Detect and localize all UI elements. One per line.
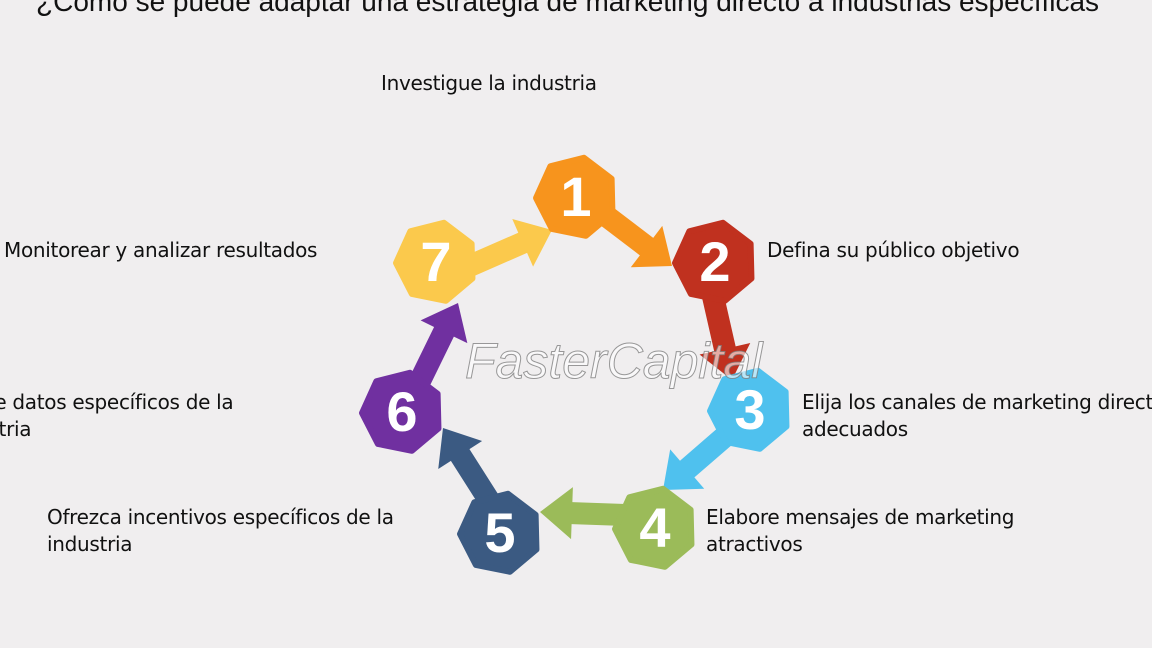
watermark: FasterCapital	[464, 333, 763, 390]
page-title: ¿Cómo se puede adaptar una estrategia de…	[36, 0, 1100, 17]
arrow-3	[663, 423, 738, 490]
arrow-2	[699, 289, 751, 380]
arrow-1	[598, 206, 672, 268]
step-label-7: Monitorear y analizar resultados	[4, 238, 318, 262]
step-number-6: 6	[386, 380, 417, 443]
step-label-1: Investigue la industria	[381, 71, 597, 95]
step-label-5: Ofrezca incentivos específicos de la ind…	[47, 505, 394, 556]
step-node-4	[612, 485, 695, 570]
step-label-6: Utilice datos específicos de la industri…	[0, 390, 234, 441]
step-node-3	[707, 367, 790, 452]
step-number-7: 7	[420, 230, 451, 293]
step-node-1	[533, 154, 616, 239]
step-number-3: 3	[734, 378, 765, 441]
step-node-7	[393, 219, 476, 304]
arrow-6	[408, 303, 468, 390]
step-number-4: 4	[639, 496, 670, 559]
step-label-4: Elabore mensajes de marketing atractivos	[706, 505, 1015, 556]
step-number-2: 2	[699, 230, 730, 293]
step-node-6	[359, 369, 442, 454]
step-number-1: 1	[560, 165, 591, 228]
step-number-5: 5	[484, 501, 515, 564]
step-node-5	[457, 490, 540, 575]
arrow-4	[540, 487, 626, 540]
arrow-5	[438, 428, 502, 511]
arrow-7	[460, 218, 552, 279]
step-label-3: Elija los canales de marketing directo a…	[802, 390, 1152, 441]
step-node-2	[672, 219, 755, 304]
step-label-2: Defina su público objetivo	[767, 238, 1020, 262]
